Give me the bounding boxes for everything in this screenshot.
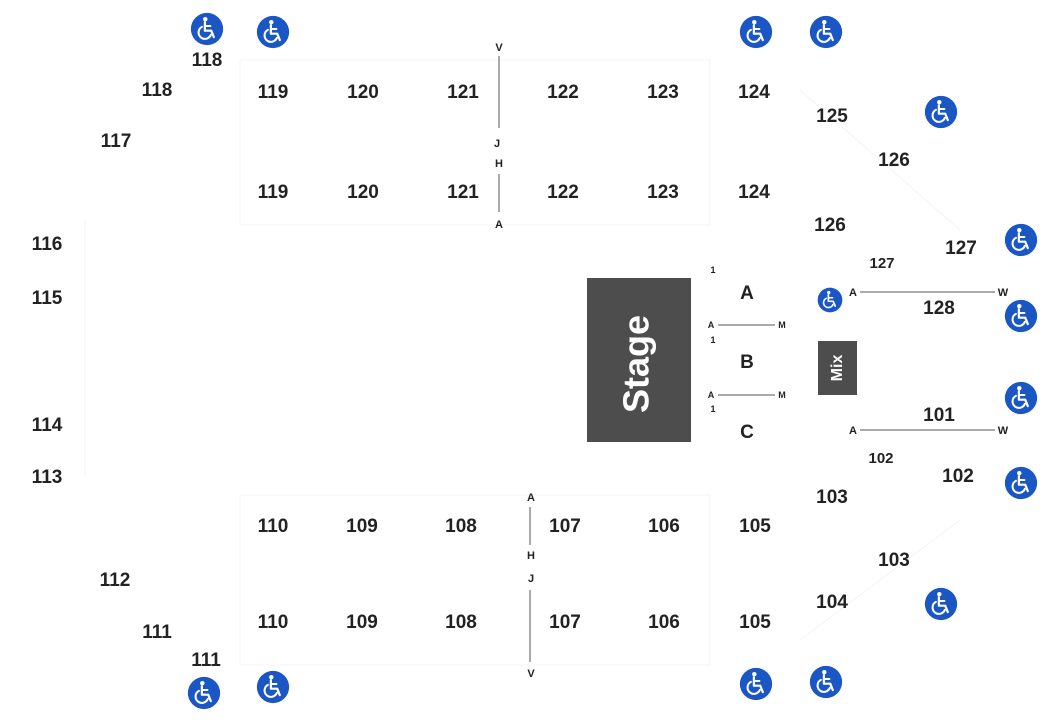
section-103[interactable]: 103 — [816, 487, 848, 508]
row-label: M — [778, 320, 786, 330]
row-label: M — [778, 390, 786, 400]
wheelchair-icon[interactable] — [739, 667, 773, 701]
wheelchair-icon[interactable] — [256, 15, 290, 49]
section-111[interactable]: 111 — [191, 650, 221, 671]
mix-position — [818, 341, 857, 395]
section-111[interactable]: 111 — [142, 622, 172, 643]
section-106[interactable]: 106 — [648, 516, 680, 537]
wheelchair-icon[interactable] — [739, 15, 773, 49]
section-102[interactable]: 102 — [942, 466, 974, 487]
floor-section-c[interactable]: C — [740, 422, 754, 443]
section-124[interactable]: 124 — [738, 82, 770, 103]
section-122[interactable]: 122 — [547, 182, 579, 203]
section-127[interactable]: 127 — [945, 238, 977, 259]
section-115[interactable]: 115 — [32, 288, 63, 309]
section-101[interactable]: 101 — [923, 405, 955, 426]
wheelchair-icon[interactable] — [256, 670, 290, 704]
wheelchair-icon[interactable] — [924, 587, 958, 621]
section-117[interactable]: 117 — [101, 131, 132, 152]
section-outline — [84, 89, 961, 641]
section-127[interactable]: 127 — [869, 255, 894, 272]
section-123[interactable]: 123 — [647, 82, 679, 103]
section-109[interactable]: 109 — [346, 516, 378, 537]
wheelchair-icon[interactable] — [1004, 223, 1038, 257]
section-outline — [239, 494, 711, 666]
floor-section-a[interactable]: A — [740, 283, 754, 304]
wheelchair-icon[interactable] — [1004, 381, 1038, 415]
wheelchair-icon[interactable] — [1004, 299, 1038, 333]
section-126[interactable]: 126 — [814, 215, 846, 236]
section-116[interactable]: 116 — [32, 234, 63, 255]
wheelchair-icon[interactable] — [809, 15, 843, 49]
section-121[interactable]: 121 — [447, 82, 479, 103]
row-label: A — [849, 425, 857, 437]
row-label: A — [708, 390, 715, 400]
section-110[interactable]: 110 — [258, 516, 289, 537]
section-124[interactable]: 124 — [738, 182, 770, 203]
section-106[interactable]: 106 — [648, 612, 680, 633]
row-label: J — [528, 573, 534, 585]
row-label: V — [495, 42, 503, 54]
section-112[interactable]: 112 — [100, 570, 131, 591]
section-118[interactable]: 118 — [142, 80, 173, 101]
section-120[interactable]: 120 — [347, 82, 379, 103]
section-119[interactable]: 119 — [258, 82, 289, 103]
wheelchair-icon[interactable] — [817, 287, 843, 313]
section-105[interactable]: 105 — [739, 516, 771, 537]
row-label: 1 — [710, 265, 715, 275]
row-label: A — [495, 219, 503, 231]
floor-section-b[interactable]: B — [740, 352, 754, 373]
section-107[interactable]: 107 — [549, 516, 581, 537]
section-108[interactable]: 108 — [445, 516, 477, 537]
section-114[interactable]: 114 — [32, 415, 63, 436]
row-label: W — [998, 287, 1009, 299]
section-102[interactable]: 102 — [868, 450, 893, 467]
section-108[interactable]: 108 — [445, 612, 477, 633]
section-104[interactable]: 104 — [816, 592, 848, 613]
wheelchair-icon[interactable] — [190, 12, 224, 46]
section-126[interactable]: 126 — [878, 150, 910, 171]
section-121[interactable]: 121 — [447, 182, 479, 203]
wheelchair-icon[interactable] — [1004, 466, 1038, 500]
section-125[interactable]: 125 — [816, 106, 848, 127]
section-123[interactable]: 123 — [647, 182, 679, 203]
row-label: A — [849, 287, 857, 299]
section-120[interactable]: 120 — [347, 182, 379, 203]
row-label: A — [708, 320, 715, 330]
mix-label: Mix — [829, 355, 846, 382]
section-128[interactable]: 128 — [923, 298, 955, 319]
section-113[interactable]: 113 — [32, 467, 63, 488]
section-110[interactable]: 110 — [258, 612, 289, 633]
row-label: H — [527, 550, 535, 562]
row-label: V — [527, 668, 535, 680]
stage-label: Stage — [616, 315, 657, 413]
section-109[interactable]: 109 — [346, 612, 378, 633]
section-outline — [239, 59, 711, 226]
section-118[interactable]: 118 — [192, 50, 223, 71]
row-label: A — [527, 492, 535, 504]
wheelchair-icon[interactable] — [187, 676, 221, 710]
row-label: J — [494, 138, 500, 150]
section-107[interactable]: 107 — [549, 612, 581, 633]
row-label: 1 — [710, 404, 715, 414]
wheelchair-icon[interactable] — [809, 665, 843, 699]
row-label: H — [495, 158, 503, 170]
section-105[interactable]: 105 — [739, 612, 771, 633]
row-label: 1 — [710, 335, 715, 345]
stage — [587, 278, 691, 442]
wheelchair-icon[interactable] — [924, 95, 958, 129]
row-label: W — [998, 425, 1009, 437]
section-119[interactable]: 119 — [258, 182, 289, 203]
section-122[interactable]: 122 — [547, 82, 579, 103]
section-103[interactable]: 103 — [878, 550, 910, 571]
